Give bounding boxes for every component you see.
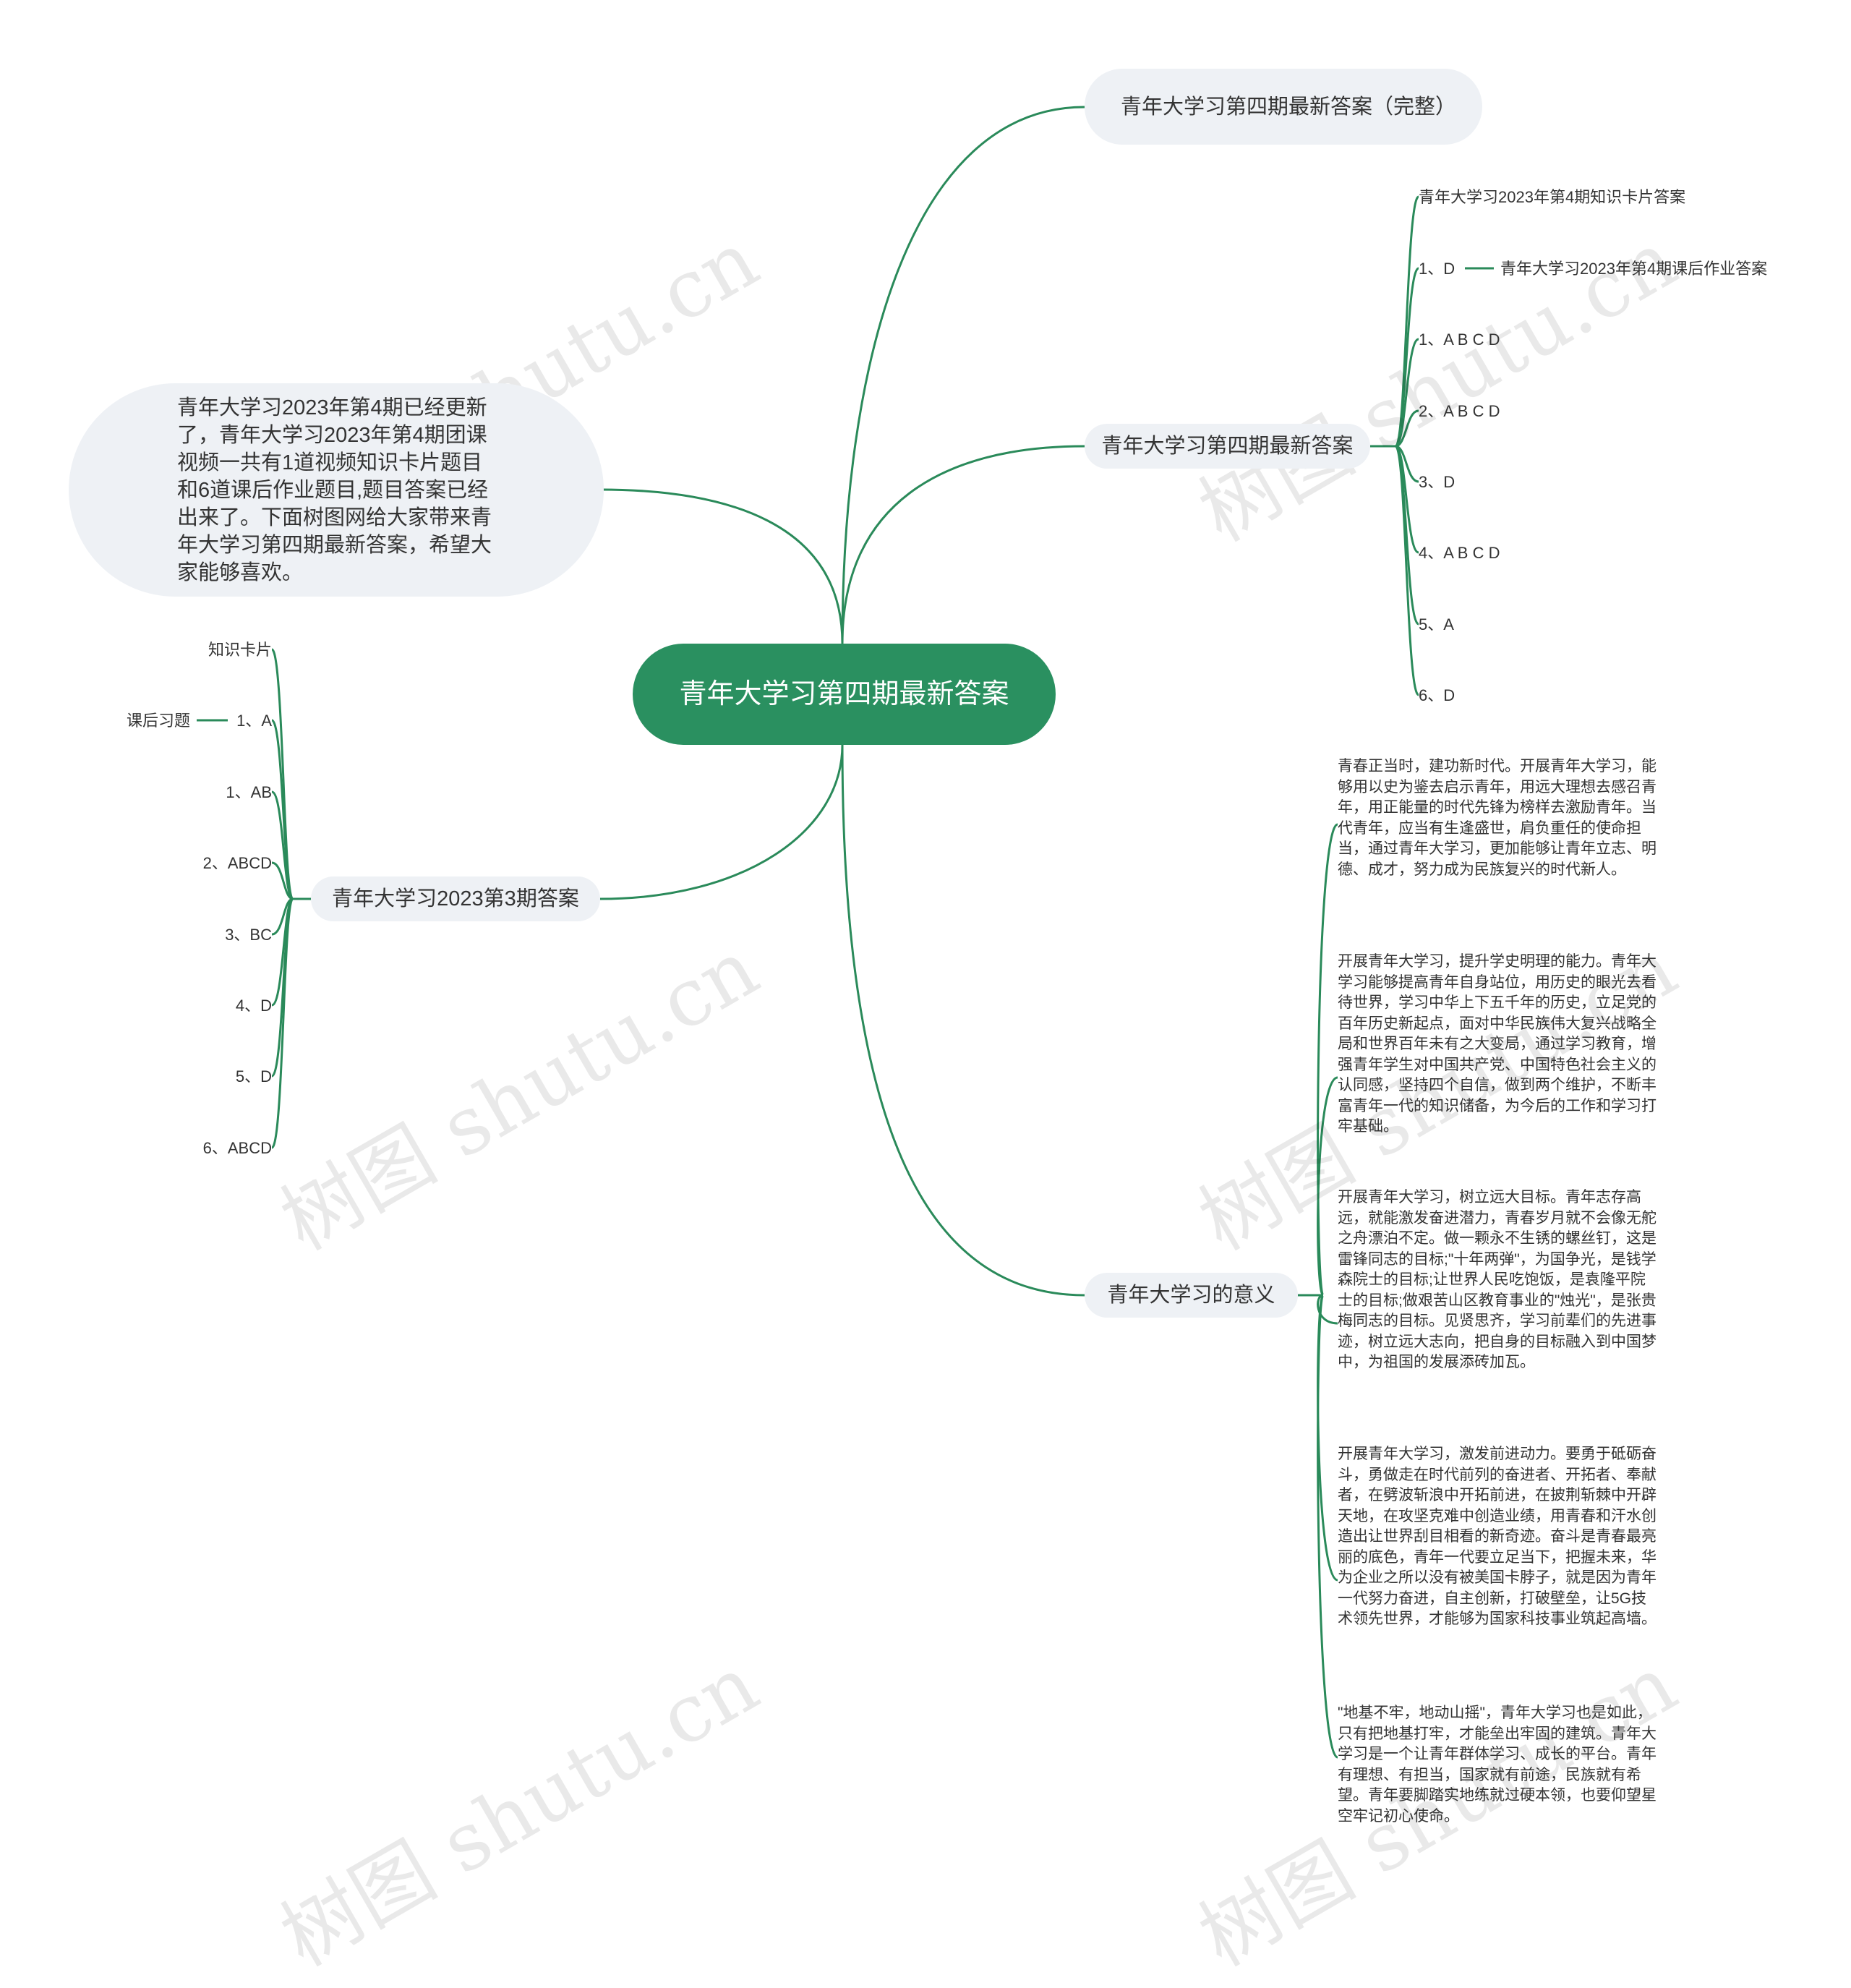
branch-meaning-label: 青年大学习的意义 [1107, 1284, 1275, 1307]
branch-meaning-node[interactable]: 青年大学习的意义 [1085, 1273, 1298, 1318]
branch-period3-node[interactable]: 青年大学习2023第3期答案 [311, 876, 600, 921]
link-top [841, 106, 1085, 644]
root-title: 青年大学习第四期最新答案 [679, 679, 1009, 709]
period3-item: 1、AB [226, 783, 272, 801]
branch-answers-label: 青年大学习第四期最新答案 [1101, 435, 1354, 458]
link-period3 [599, 744, 844, 900]
root-node[interactable]: 青年大学习第四期最新答案 [633, 644, 1056, 745]
period3-item: 6、ABCD [202, 1139, 272, 1157]
period3-card-answer: 1、A [236, 712, 272, 730]
answer-item: 5、A [1419, 615, 1454, 633]
branch-top-node[interactable]: 青年大学习第四期最新答案（完整） [1085, 69, 1482, 145]
meaning-paragraph: 开展青年大学习，激发前进动力。要勇于砥砺奋斗，勇做走在时代前列的奋进者、开拓者、… [1338, 1446, 1657, 1627]
answer-item: 6、D [1419, 686, 1455, 704]
period3-item: 3、BC [225, 926, 272, 944]
intro-text: 青年大学习2023年第4期已经更新了，青年大学习2023年第4期团课视频一共有1… [177, 396, 492, 584]
period3-item: 5、D [235, 1067, 272, 1085]
connector-lines [197, 106, 1494, 1759]
branch-period3-label: 青年大学习2023第3期答案 [332, 887, 579, 910]
period3-item: 2、ABCD [202, 854, 272, 872]
link-meaning [841, 744, 1085, 1297]
answer-item: 2、A B C D [1419, 402, 1500, 420]
answer-item: 4、A B C D [1419, 544, 1500, 562]
link-answers [841, 445, 1085, 644]
answers-card-answer: 1、D [1419, 260, 1455, 278]
meaning-paragraph: 开展青年大学习，树立远大目标。青年志存高远，就能激发奋进潜力，青春岁月就不会像无… [1338, 1189, 1657, 1370]
link-intro [599, 488, 844, 644]
answers-card-label: 青年大学习2023年第4期知识卡片答案 [1419, 188, 1686, 206]
answer-item: 1、A B C D [1419, 330, 1500, 349]
period3-item: 4、D [235, 997, 272, 1015]
intro-node[interactable]: 青年大学习2023年第4期已经更新了，青年大学习2023年第4期团课视频一共有1… [69, 383, 604, 597]
branch-top-label: 青年大学习第四期最新答案（完整） [1121, 95, 1457, 119]
period3-homework-label: 课后习题 [126, 712, 190, 730]
meaning-paragraph: "地基不牢，地动山摇"，青年大学习也是如此，只有把地基打牢，才能垒出牢固的建筑。… [1338, 1705, 1657, 1825]
meaning-paragraph: 开展青年大学习，提升学史明理的能力。青年大学习能够提高青年自身站位，用历史的眼光… [1338, 953, 1657, 1135]
branch-answers-node[interactable]: 青年大学习第四期最新答案 [1085, 424, 1370, 469]
answer-item: 3、D [1419, 473, 1455, 491]
meaning-paragraph: 青春正当时，建功新时代。开展青年大学习，能够用以史为鉴去启示青年，用远大理想去感… [1338, 758, 1657, 878]
period3-card-label: 知识卡片 [208, 641, 272, 659]
answers-homework-label: 青年大学习2023年第4期课后作业答案 [1500, 260, 1768, 278]
